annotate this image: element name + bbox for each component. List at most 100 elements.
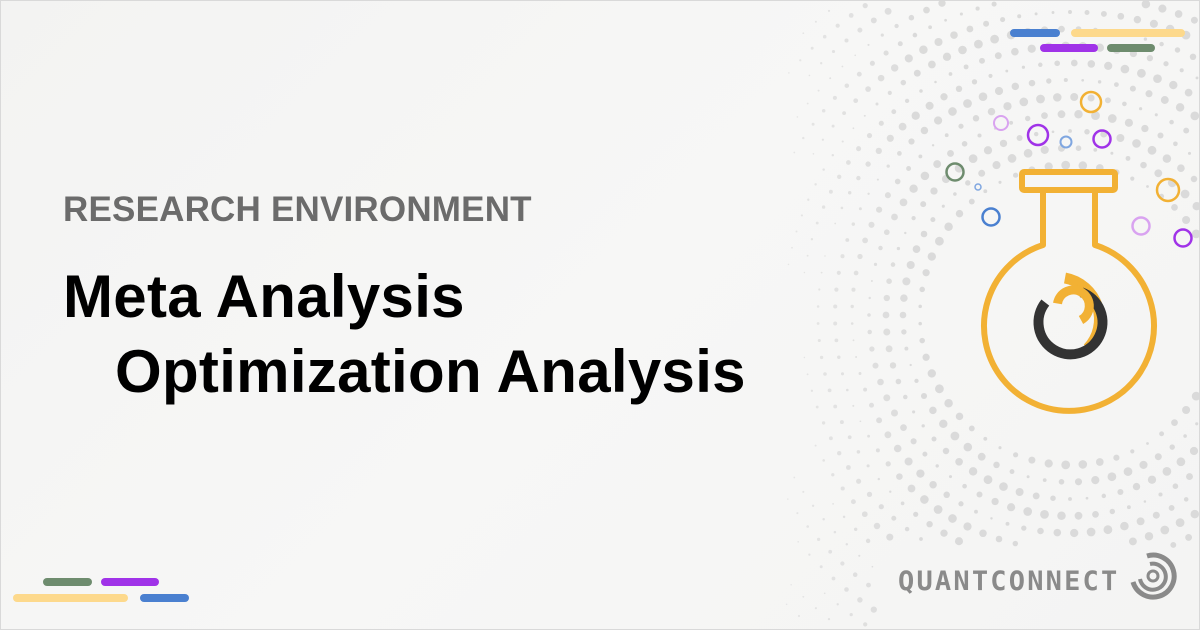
pattern-dot (828, 189, 833, 194)
bubble-icon (945, 162, 965, 182)
brand-wordmark: QUANTCONNECT (898, 566, 1120, 597)
pattern-dot (968, 425, 975, 432)
pattern-dot (788, 72, 790, 74)
pattern-dot (958, 501, 964, 507)
pattern-dot (877, 477, 880, 481)
pattern-dot (785, 603, 788, 606)
pattern-dot (847, 190, 852, 195)
pattern-dot (1125, 155, 1131, 161)
pattern-dot (1189, 446, 1199, 456)
accent-dash-icon (43, 578, 92, 586)
pattern-dot (842, 111, 847, 116)
pattern-dot (865, 161, 871, 167)
pattern-dot (1126, 505, 1131, 510)
pattern-dot (910, 438, 917, 445)
pattern-dot (865, 86, 871, 92)
pattern-dot (1120, 64, 1130, 74)
pattern-dot (1012, 540, 1019, 547)
pattern-dot (979, 57, 985, 64)
pattern-dot (912, 410, 916, 414)
pattern-dot (1053, 528, 1062, 537)
pattern-dot (931, 144, 935, 147)
pattern-dot (971, 79, 978, 85)
pattern-dot (1190, 509, 1200, 519)
pattern-dot (939, 419, 948, 429)
pattern-dot (983, 475, 993, 485)
pattern-dot (965, 180, 971, 186)
pattern-dot (927, 252, 936, 261)
pattern-dot (885, 345, 893, 353)
pattern-dot (863, 387, 868, 392)
pattern-dot (1058, 25, 1065, 33)
pattern-dot (893, 444, 902, 453)
pattern-dot (1091, 476, 1100, 485)
pattern-dot (1195, 76, 1199, 80)
pattern-dot (791, 246, 793, 249)
pattern-dot (796, 512, 799, 515)
pattern-dot (1009, 469, 1015, 475)
pattern-dot (834, 287, 839, 292)
page-title-line-2: Optimization Analysis (115, 338, 746, 405)
pattern-dot (1011, 47, 1019, 56)
pattern-dot (884, 431, 892, 439)
pattern-dot (920, 126, 929, 135)
pattern-dot (999, 139, 1008, 148)
pattern-dot (914, 378, 919, 384)
pattern-dot (1159, 431, 1165, 437)
pattern-dot (884, 192, 891, 199)
pattern-dot (907, 484, 916, 493)
pattern-dot (1157, 132, 1164, 139)
pattern-dot (836, 270, 841, 275)
pattern-dot (1146, 185, 1149, 188)
pattern-dot (802, 136, 805, 140)
pattern-dot (841, 65, 844, 68)
pattern-dot (878, 120, 884, 126)
pattern-dot (866, 491, 873, 498)
pattern-dot (1074, 109, 1083, 119)
pattern-dot (827, 617, 831, 621)
pattern-dot (990, 517, 993, 520)
pattern-dot (852, 127, 855, 130)
pattern-dot (1169, 444, 1175, 450)
pattern-dot (916, 469, 925, 478)
pattern-dot (856, 146, 862, 152)
pattern-dot (913, 511, 919, 517)
pattern-dot (902, 277, 911, 286)
pattern-dot (869, 402, 874, 408)
bubble-icon (945, 90, 1193, 248)
pattern-dot (904, 457, 913, 466)
pattern-dot (866, 133, 873, 139)
pattern-dot (941, 204, 945, 208)
pattern-dot (950, 31, 958, 39)
pattern-dot (1057, 511, 1066, 521)
pattern-dot (926, 520, 933, 528)
pattern-dot (810, 238, 814, 241)
pattern-dot (1086, 527, 1096, 537)
pattern-dot (1139, 460, 1148, 469)
pattern-dot (993, 461, 1000, 469)
pattern-dot (851, 222, 856, 226)
pattern-dot (1146, 54, 1154, 62)
pattern-dot (1184, 88, 1193, 97)
pattern-dot (919, 89, 923, 93)
pattern-dot (833, 530, 837, 534)
pattern-dot (978, 92, 988, 102)
pattern-dot (1084, 10, 1090, 15)
bubble-icon (974, 183, 982, 191)
pattern-dot (832, 503, 834, 505)
pattern-dot (1124, 118, 1133, 127)
pattern-dot (1129, 85, 1136, 92)
pattern-dot (1084, 129, 1090, 135)
pattern-dot (919, 45, 928, 55)
pattern-dot (1041, 112, 1048, 119)
pattern-dot (947, 149, 954, 157)
pattern-dot (810, 389, 814, 392)
pattern-dot (835, 23, 840, 28)
pattern-dot (1019, 97, 1029, 107)
pattern-dot (1034, 12, 1038, 16)
pattern-dot (1011, 82, 1020, 91)
pattern-dot (1036, 94, 1045, 104)
pattern-dot (1190, 111, 1200, 121)
accent-dash-icon (1107, 44, 1155, 52)
pattern-dot (1130, 449, 1135, 454)
